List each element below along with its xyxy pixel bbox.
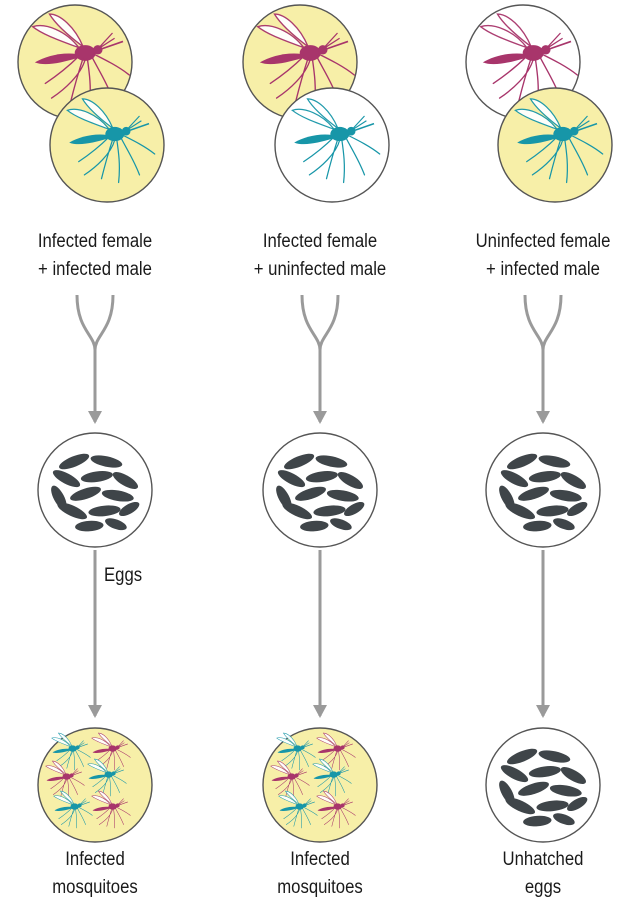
cross-arrow: [302, 295, 338, 422]
cross-arrow: [525, 295, 561, 422]
male-parent-circle: [498, 88, 612, 202]
outcome-circle: [263, 728, 377, 842]
eggs-label: Eggs: [104, 565, 142, 587]
egg-circle: [486, 433, 600, 547]
cross-label: Infected female+ uninfected male: [232, 228, 408, 284]
cross-label: Infected female+ infected male: [7, 228, 183, 284]
cross-label: Uninfected female+ infected male: [455, 228, 625, 284]
outcome-label-line: Infected: [7, 846, 183, 874]
outcome-circle: [38, 728, 152, 842]
male-parent-circle: [50, 88, 164, 202]
cross-label-line: + infected male: [455, 256, 625, 284]
cross-label-line: + uninfected male: [232, 256, 408, 284]
male-parent-circle: [275, 88, 389, 202]
egg-circle: [38, 433, 152, 547]
cross-label-line: + infected male: [7, 256, 183, 284]
cross-label-line: Uninfected female: [455, 228, 625, 256]
outcome-label-line: mosquitoes: [232, 874, 408, 902]
outcome-label-line: Infected: [232, 846, 408, 874]
cross-label-line: Infected female: [232, 228, 408, 256]
egg-circle: [263, 433, 377, 547]
outcome-label-line: eggs: [455, 874, 625, 902]
outcome-label-line: mosquitoes: [7, 874, 183, 902]
cross-arrow: [77, 295, 113, 422]
cross-column-3: [466, 5, 612, 842]
cross-label-line: Infected female: [7, 228, 183, 256]
outcome-circle: [486, 728, 600, 842]
outcome-label-line: Unhatched: [455, 846, 625, 874]
cross-column-1: [18, 5, 164, 842]
cross-column-2: [243, 5, 389, 842]
